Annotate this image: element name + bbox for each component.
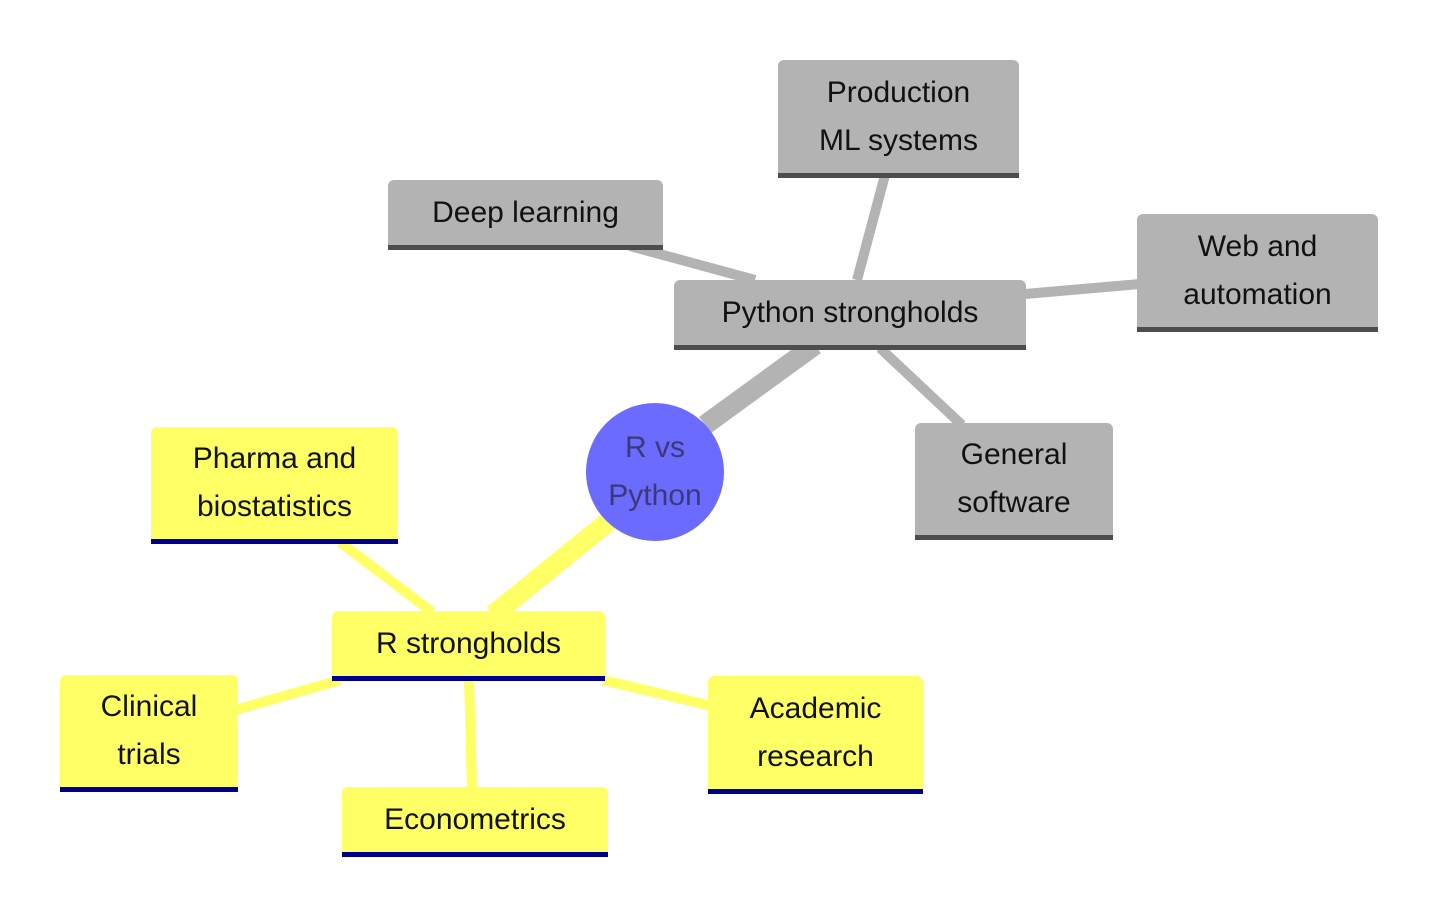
production-ml-node[interactable]: Production ML systems bbox=[778, 60, 1019, 178]
econometrics-node[interactable]: Econometrics bbox=[342, 787, 608, 857]
r-strongholds-node[interactable]: R strongholds bbox=[332, 611, 605, 681]
connector-center-r bbox=[486, 512, 617, 623]
web-automation-node[interactable]: Web and automation bbox=[1137, 214, 1378, 332]
web-automation-label: Web and automation bbox=[1183, 229, 1332, 311]
connector-python-web bbox=[1024, 279, 1141, 299]
general-software-label: General software bbox=[957, 438, 1071, 519]
r-strongholds-label: R strongholds bbox=[375, 626, 562, 660]
connector-center-python bbox=[699, 336, 821, 434]
academic-research-label: Academic research bbox=[749, 691, 882, 773]
connector-r-clinical bbox=[233, 675, 342, 715]
connector-python-production bbox=[852, 173, 890, 282]
connector-r-academic bbox=[601, 675, 714, 711]
connector-python-deep-learning bbox=[628, 241, 757, 285]
general-software-node[interactable]: General software bbox=[915, 423, 1113, 540]
python-strongholds-label: Python strongholds bbox=[721, 295, 979, 329]
python-strongholds-node[interactable]: Python strongholds bbox=[674, 280, 1026, 350]
central-topic[interactable]: R vs Python bbox=[586, 403, 724, 541]
central-topic-label: R vs Python bbox=[608, 431, 702, 512]
connector-python-general bbox=[876, 344, 966, 429]
clinical-trials-node[interactable]: Clinical trials bbox=[60, 675, 238, 792]
pharma-biostatistics-label: Pharma and biostatistics bbox=[192, 442, 357, 523]
pharma-biostatistics-node[interactable]: Pharma and biostatistics bbox=[151, 427, 398, 544]
deep-learning-node[interactable]: Deep learning bbox=[388, 180, 663, 250]
econometrics-label: Econometrics bbox=[384, 802, 566, 836]
clinical-trials-label: Clinical trials bbox=[100, 690, 198, 771]
connector-r-econometrics bbox=[464, 679, 477, 791]
production-ml-label: Production ML systems bbox=[819, 75, 978, 157]
connector-r-pharma bbox=[336, 538, 436, 616]
deep-learning-label: Deep learning bbox=[432, 195, 619, 229]
academic-research-node[interactable]: Academic research bbox=[708, 676, 923, 794]
